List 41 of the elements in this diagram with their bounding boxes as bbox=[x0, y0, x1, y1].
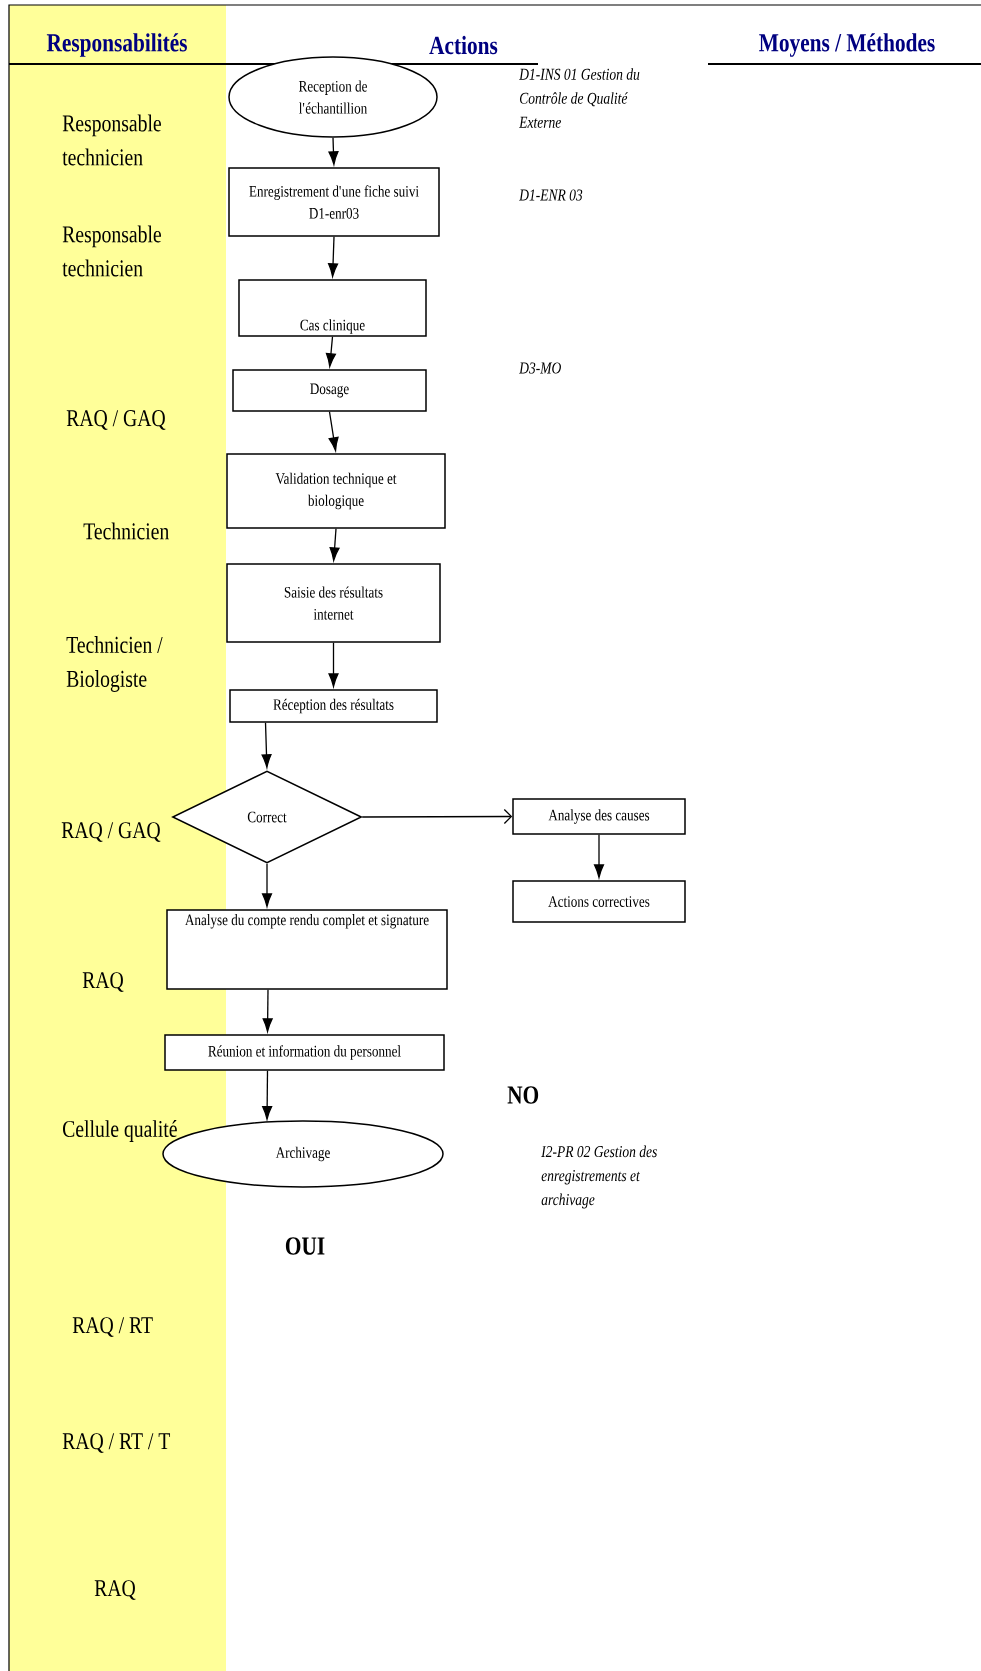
arrow bbox=[361, 808, 513, 825]
reference-text: D3-MO bbox=[519, 362, 561, 374]
arrow bbox=[262, 989, 273, 1032]
process-box: Cas clinique bbox=[238, 279, 427, 337]
reference-text: D1-ENR 03 bbox=[519, 189, 583, 201]
reference-text: D1-INS 01 Gestion du Contrôle de Qualité Externe bbox=[519, 68, 640, 128]
arrow bbox=[328, 642, 339, 687]
arrow bbox=[593, 834, 605, 878]
role-label: Responsable technicien bbox=[62, 114, 161, 166]
role-label: RAQ / RT bbox=[72, 1317, 153, 1337]
role-label: RAQ bbox=[94, 1580, 136, 1600]
arrow bbox=[262, 1070, 273, 1120]
answer-label: NO bbox=[507, 1086, 539, 1104]
role-label: RAQ bbox=[82, 972, 124, 992]
process-box: Saisie des résultats internet bbox=[226, 563, 441, 643]
role-label: RAQ / GAQ bbox=[66, 410, 166, 430]
arrow bbox=[328, 236, 339, 277]
arrow bbox=[328, 411, 339, 452]
arrow bbox=[261, 722, 272, 768]
role-label: Responsable technicien bbox=[62, 225, 161, 277]
answer-label: OUI bbox=[285, 1237, 325, 1255]
role-label: RAQ / RT / T bbox=[62, 1433, 170, 1453]
process-box: Actions correctives bbox=[512, 880, 686, 923]
column-heading: Actions bbox=[429, 35, 498, 55]
arrow bbox=[261, 863, 273, 907]
column-heading: Responsabilités bbox=[46, 33, 187, 57]
role-label: Technicien / Biologiste bbox=[66, 636, 163, 692]
process-box: Réception des résultats bbox=[229, 689, 438, 723]
process-box: Réunion et information du personnel bbox=[164, 1034, 445, 1071]
column-heading: Moyens / Méthodes bbox=[759, 33, 935, 57]
process-box: Dosage bbox=[232, 369, 427, 412]
reference-text: I2-PR 02 Gestion des enregistrements et archivage bbox=[541, 1145, 657, 1209]
arrow bbox=[329, 528, 340, 561]
role-label: RAQ / GAQ bbox=[61, 822, 161, 842]
role-label: Technicien bbox=[83, 522, 169, 540]
arrow bbox=[328, 137, 339, 165]
process-box: Enregistrement d'une fiche suivi D1-enr03 bbox=[228, 167, 440, 237]
process-box: Validation technique et biologique bbox=[226, 453, 446, 529]
arrow bbox=[325, 336, 336, 367]
process-box: Analyse des causes bbox=[512, 798, 686, 835]
process-box: Analyse du compte rendu complet et signature bbox=[166, 909, 448, 990]
